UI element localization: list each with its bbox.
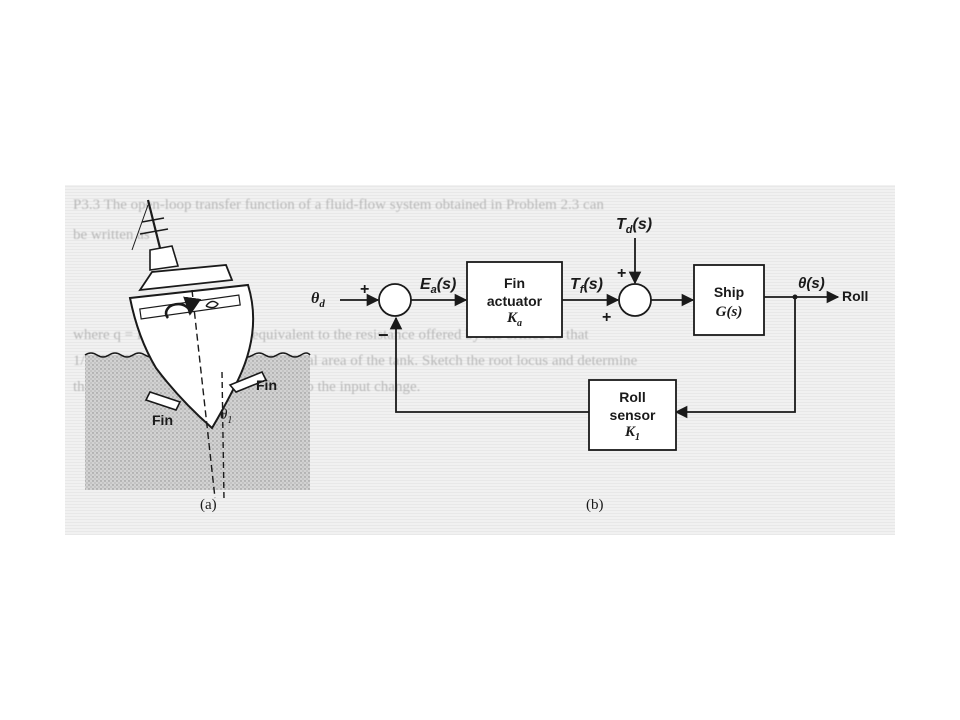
disturbance-signal-subscript: d	[625, 224, 633, 237]
output-junction-dot	[792, 294, 798, 300]
roll-sensor-block	[588, 379, 677, 451]
sensor-line2: sensor	[609, 407, 656, 423]
ship-bridge	[149, 245, 180, 271]
summing-junction-2	[618, 283, 652, 317]
torque-signal-subscript: f	[579, 284, 584, 297]
actuator-gain-symbol: K	[506, 310, 517, 326]
torque-signal-suffix: (s)	[583, 276, 604, 293]
sum2-bottom-plus-sign: +	[602, 309, 612, 326]
sum1-plus-sign: +	[360, 281, 370, 298]
panel-b-label: (b)	[586, 497, 604, 513]
sensor-gain: K1	[589, 425, 676, 443]
actuator-gain-subscript: a	[517, 318, 522, 329]
input-signal-label: θd	[311, 291, 325, 310]
error-signal-suffix: (s)	[436, 276, 457, 293]
sensor-gain-symbol: K	[624, 424, 635, 440]
ship-yard-2	[139, 228, 169, 235]
actuator-gain: Ka	[467, 311, 562, 329]
error-signal-symbol: E	[420, 276, 431, 293]
torque-signal-symbol: T	[570, 276, 580, 293]
ghost-text-1: P3.3 The open-loop transfer function of …	[73, 197, 604, 213]
actuator-line2: actuator	[486, 293, 543, 309]
ship-axis-line	[191, 289, 216, 499]
error-signal-label: Ea(s)	[420, 277, 456, 296]
fin-left-label: Fin	[152, 412, 173, 428]
panel-a-label: (a)	[200, 497, 217, 513]
input-signal-symbol: θ	[311, 290, 320, 307]
fin-left	[144, 391, 182, 411]
sensor-gain-subscript: 1	[635, 432, 640, 443]
disturbance-signal-symbol: T	[616, 216, 626, 233]
disturbance-signal-suffix: (s)	[632, 216, 653, 233]
theta-angle-symbol: θ	[220, 407, 228, 423]
torque-signal-label: Tf(s)	[570, 277, 603, 296]
fin-actuator-block	[466, 261, 563, 338]
output-name-label: Roll	[842, 288, 869, 304]
block-diagram	[340, 238, 840, 451]
ship-yard-1	[141, 217, 165, 223]
ship-illustration	[84, 199, 311, 501]
error-signal-subscript: a	[430, 284, 437, 297]
ship-mast	[146, 199, 162, 249]
ship-block	[693, 264, 765, 336]
disturbance-signal-label: Td(s)	[616, 217, 652, 236]
ship-rigging	[131, 204, 149, 251]
roll-arrow-icon	[164, 296, 202, 319]
fin-right	[228, 370, 268, 393]
ship-flag	[205, 300, 219, 309]
vertical-reference-line	[221, 371, 225, 501]
actuator-line1: Fin	[504, 275, 525, 291]
input-signal-subscript: d	[319, 298, 325, 311]
feedback-path-left	[389, 316, 589, 413]
ship-superstructure	[138, 264, 234, 292]
fin-right-label: Fin	[256, 377, 277, 393]
ship-block-line1: Ship	[713, 284, 745, 300]
sum1-minus-sign: −	[378, 325, 389, 345]
sum2-top-plus-sign: +	[617, 265, 627, 282]
ghost-text-2: be written as	[73, 227, 150, 243]
scanned-figure: P3.3 The open-loop transfer function of …	[65, 185, 895, 535]
summing-junction-1	[378, 283, 412, 317]
theta-angle-label: θ1	[220, 408, 232, 426]
sensor-line1: Roll	[619, 389, 646, 405]
feedback-path-right	[674, 297, 796, 419]
theta-angle-subscript: 1	[227, 415, 233, 426]
output-signal-label: θ(s)	[798, 275, 825, 292]
ship-block-line2: G(s)	[715, 304, 743, 320]
